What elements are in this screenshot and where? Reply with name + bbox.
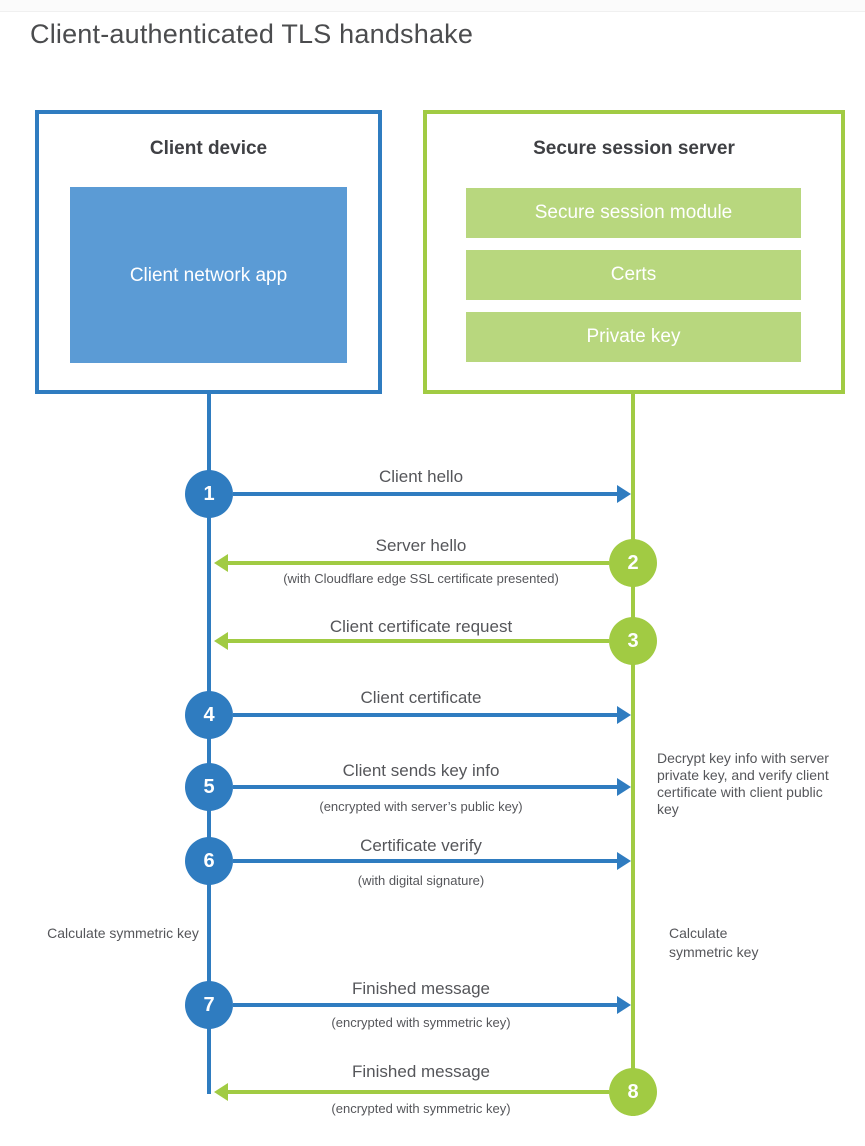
message-arrow-line [228,639,609,643]
server-calc-symmetric-key-note: Calculate symmetric key [669,925,759,960]
arrow-left-icon [214,1083,228,1101]
secure-session-server-box: Secure session server Secure session mod… [423,110,845,394]
step-2-marker: 2 [609,539,657,587]
message-sublabel: (with Cloudflare edge SSL certificate pr… [283,571,559,586]
message-label: Server hello [375,536,467,555]
message-sublabel: (encrypted with symmetric key) [331,1015,511,1030]
message-arrow-line [233,713,617,717]
server-lifeline [631,394,635,1116]
arrow-right-icon [617,996,631,1014]
message-sublabel: (with digital signature) [357,873,485,888]
module-private-key: Private key [466,312,801,362]
step-7-marker: 7 [185,981,233,1029]
top-divider [0,0,865,12]
message-arrow-line [233,859,617,863]
arrow-right-icon [617,778,631,796]
client-calc-symmetric-key-note: Calculate symmetric key [47,925,199,941]
message-label: Client certificate [360,688,482,707]
client-network-app-box: Client network app [70,187,347,363]
step-6-marker: 6 [185,837,233,885]
server-title: Secure session server [533,138,735,159]
arrow-right-icon [617,706,631,724]
arrow-right-icon [617,852,631,870]
step-5-marker: 5 [185,763,233,811]
message-arrow-line [233,1003,617,1007]
step-8-marker: 8 [609,1068,657,1116]
message-sublabel: (encrypted with symmetric key) [331,1101,511,1116]
arrow-left-icon [214,632,228,650]
client-lifeline [207,394,211,1094]
page-title: Client-authenticated TLS handshake [30,19,474,49]
client-device-box: Client device Client network app [35,110,382,394]
arrow-right-icon [617,485,631,503]
module-certs: Certs [466,250,801,300]
client-device-title: Client device [149,138,268,159]
message-arrow-line [228,1090,609,1094]
step-1-marker: 1 [185,470,233,518]
module-secure-session: Secure session module [466,188,801,238]
step-4-marker: 4 [185,691,233,739]
message-arrow-line [233,492,617,496]
decrypt-key-note: Decrypt key info with server private key… [657,750,829,817]
message-arrow-line [233,785,617,789]
message-sublabel: (encrypted with server’s public key) [319,799,523,814]
message-label: Certificate verify [360,836,482,855]
message-label: Finished message [352,1062,490,1081]
step-3-marker: 3 [609,617,657,665]
message-label: Finished message [352,979,490,998]
message-label: Client sends key info [342,761,500,780]
message-label: Client hello [378,467,464,486]
message-label: Client certificate request [329,617,513,636]
arrow-left-icon [214,554,228,572]
message-arrow-line [228,561,609,565]
